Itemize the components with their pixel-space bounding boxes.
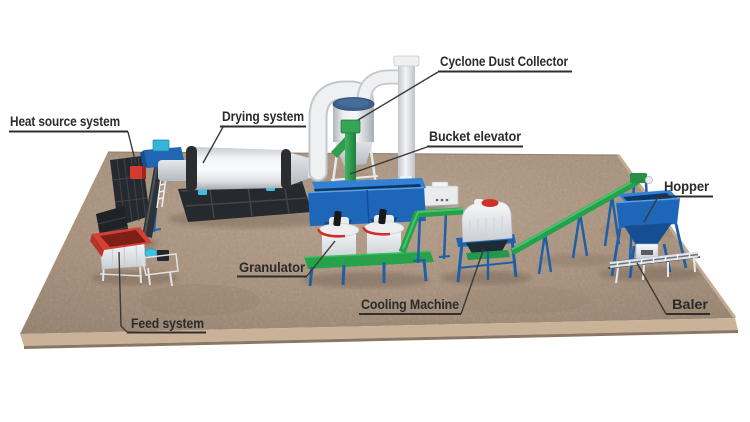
- feed-hopper-side: [90, 234, 104, 257]
- granulator-to-cooling-conveyor: [398, 207, 464, 264]
- fan-vent: [431, 181, 449, 188]
- label-granulator-text: Granulator: [239, 259, 306, 275]
- hopper-front: [616, 198, 680, 228]
- fan-dot: [440, 198, 444, 202]
- fan-dot: [445, 198, 449, 202]
- label-granulator: Granulator: [237, 240, 336, 278]
- conveyor-belt-highlight: [511, 177, 639, 251]
- cyclone-dust-collector-machine: [329, 97, 379, 197]
- conveyor-head-box: [152, 139, 170, 152]
- stack-cap: [393, 55, 420, 67]
- conveyor-belt: [510, 177, 640, 256]
- label-leader: [202, 126, 224, 164]
- label-leader: [349, 146, 428, 175]
- ground-front-bevel: [20, 318, 738, 346]
- conveyor-head-box: [630, 173, 647, 183]
- pot-body: [367, 228, 401, 259]
- label-cooling-text: Cooling Machine: [361, 296, 459, 312]
- feed-system-machine: [90, 227, 179, 287]
- label-cyclone-text: Cyclone Dust Collector: [440, 53, 569, 69]
- exhaust-stack: [398, 64, 415, 182]
- label-drying-text: Drying system: [222, 108, 304, 124]
- cooling-legs: [456, 238, 518, 283]
- drum-shell: [187, 147, 292, 190]
- label-hopper-text: Hopper: [664, 178, 710, 194]
- label-leader: [127, 131, 137, 165]
- granulator-hopper-divider: [366, 189, 370, 225]
- heat-source-system-machine: [96, 155, 150, 258]
- table-legs: [615, 257, 696, 284]
- hopper-baler-unit: [607, 190, 701, 284]
- cooling-red-cap: [481, 199, 499, 207]
- pot-red-ring: [317, 228, 346, 238]
- label-feed-text: Feed system: [131, 315, 204, 331]
- ground-bevel-shadow-edge: [24, 330, 738, 349]
- label-leader: [636, 262, 667, 315]
- conveyor-supports: [412, 211, 451, 264]
- granulator-legs: [308, 258, 428, 287]
- label-cooling: Cooling Machine: [359, 247, 485, 315]
- cooling-top-stub: [474, 199, 484, 205]
- table-rollers: [616, 252, 691, 268]
- feed-legs: [99, 261, 173, 287]
- duct-cyclone-to-stack: [358, 71, 402, 103]
- drum-inlet-pipe: [158, 160, 190, 181]
- label-bucket-elevator-text: Bucket elevator: [429, 128, 522, 144]
- label-leader: [357, 71, 439, 121]
- granulator-machine: [303, 178, 434, 287]
- pot-handle: [333, 210, 342, 227]
- drum-ring-right: [281, 149, 291, 189]
- platform-edge-highlight: [303, 250, 431, 259]
- bagging-slot: [641, 250, 653, 255]
- fan-dot: [435, 198, 439, 202]
- label-heat-source: Heat source system: [9, 113, 137, 165]
- elevator-head: [340, 119, 361, 134]
- cooling-machine: [456, 199, 518, 283]
- conveyor-head-motor: [645, 175, 654, 184]
- pot-handle: [378, 208, 387, 225]
- feed-side-table: [141, 253, 179, 276]
- inlet-chute-side: [140, 150, 148, 168]
- hopper-edge-highlight: [615, 197, 681, 204]
- granulator-pot-right: [362, 208, 405, 259]
- label-baler: Baler: [636, 262, 710, 315]
- hopper-funnel: [624, 223, 672, 248]
- drum-outlet-cone: [291, 153, 313, 185]
- fan-body: [423, 185, 459, 207]
- label-heat-source-text: Heat source system: [10, 113, 120, 129]
- heat-source-burner-shade: [142, 166, 146, 179]
- label-leader: [118, 251, 128, 333]
- elevator-mast: [345, 130, 356, 188]
- label-baler-text: Baler: [672, 296, 709, 312]
- label-cyclone: Cyclone Dust Collector: [357, 53, 572, 121]
- conveyor-belt-highlight: [402, 208, 464, 250]
- cyclone-lid-inner: [338, 98, 369, 108]
- label-leader: [643, 196, 659, 223]
- label-bucket-elevator: Bucket elevator: [349, 128, 523, 175]
- drum-ring-left: [186, 146, 197, 191]
- baler-roller-table: [607, 251, 701, 284]
- feed-hopper-interior: [100, 230, 146, 247]
- labels-layer: Heat source system Drying system Cyclone…: [9, 53, 713, 334]
- label-leader: [306, 240, 336, 277]
- access-ladder: [156, 176, 167, 209]
- label-drying: Drying system: [202, 108, 306, 164]
- granulator-pot-left: [317, 210, 360, 261]
- granulator-hopper-edge-highlight: [307, 186, 425, 194]
- pot-body: [322, 230, 356, 261]
- label-leader: [460, 247, 485, 315]
- drying-system-machine: [158, 146, 323, 222]
- label-hopper: Hopper: [643, 178, 713, 223]
- cooling-body-ribs: [469, 216, 503, 240]
- label-feed: Feed system: [118, 251, 206, 334]
- pot-red-ring: [362, 226, 391, 236]
